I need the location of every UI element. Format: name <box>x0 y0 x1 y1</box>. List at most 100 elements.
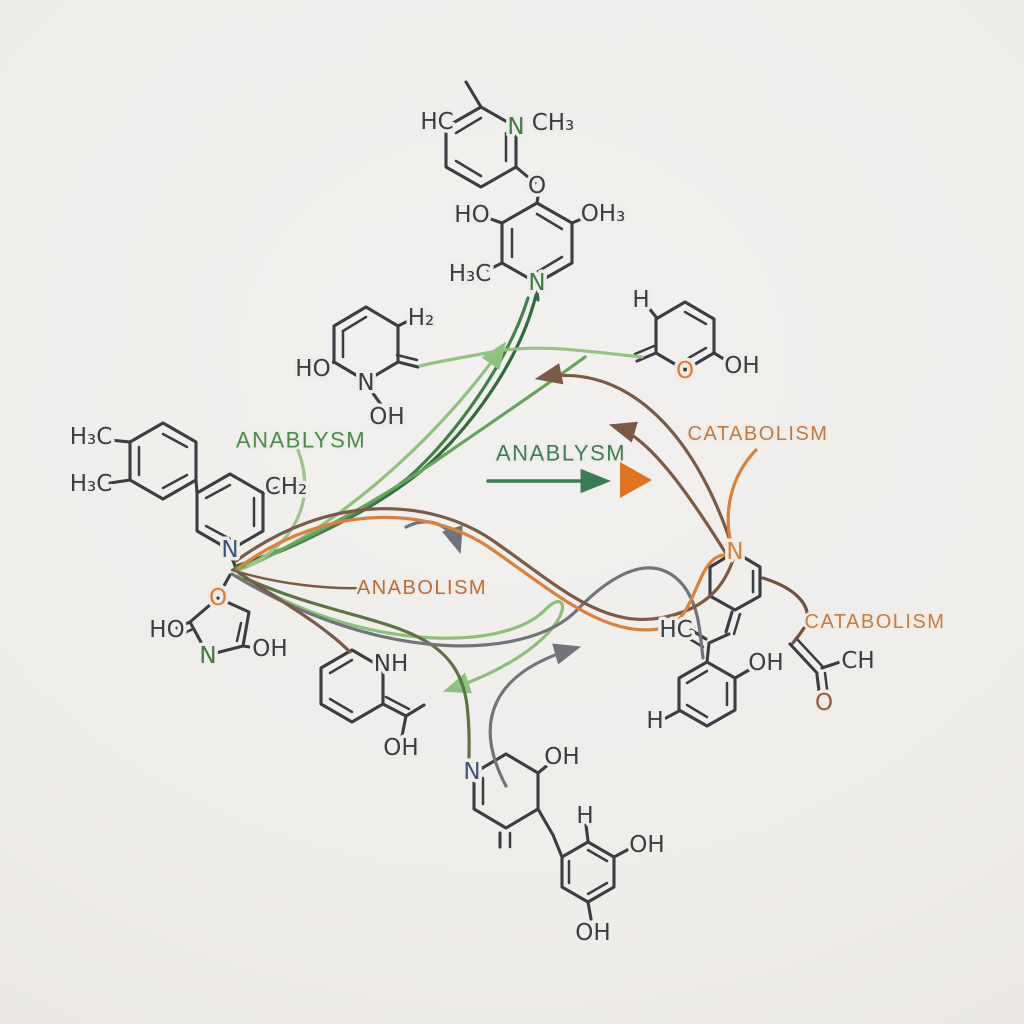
bond <box>689 628 708 641</box>
ring-edge <box>654 300 716 372</box>
atom-m5-n: N <box>199 643 216 669</box>
bond <box>261 486 279 495</box>
atom-m10-ch: CH <box>841 648 874 674</box>
double-bond <box>683 346 708 362</box>
bond <box>820 659 845 670</box>
bond <box>404 703 426 718</box>
catabolism-label-curve <box>726 448 758 553</box>
atom-m6-oh: OH <box>383 735 418 761</box>
atom-m6-nh: NH <box>374 651 409 677</box>
atom-m9-oh: OH <box>748 650 783 676</box>
atom-m3-h: H <box>632 287 649 313</box>
atom-m2-h2: H₂ <box>408 305 435 331</box>
catabolism-right-pointer <box>761 576 809 626</box>
atom-m1-n-top: N <box>507 114 524 140</box>
molecule-link-green <box>418 346 644 368</box>
molecule-hydroxypyridine <box>325 305 420 408</box>
diagram-labels-layer: ANABLYSM ANABLYSM CATABOLISM ANABOLISM C… <box>233 421 946 636</box>
double-bond <box>204 524 232 541</box>
atom-m4-h3c-upper: H₃C <box>70 424 113 450</box>
atom-m7-n: N <box>463 759 480 785</box>
bond <box>584 823 590 843</box>
double-bond <box>161 432 189 449</box>
double-bond <box>328 697 354 714</box>
bond <box>646 305 658 319</box>
bond <box>707 632 731 645</box>
atom-m5-oh: OH <box>252 636 287 662</box>
molecule-nh-pyridinone <box>319 648 426 738</box>
bond <box>396 318 412 328</box>
anablysm-left-pointer-curve <box>246 448 307 568</box>
bond <box>370 390 384 408</box>
bond <box>396 360 420 369</box>
ring-edge <box>708 550 762 612</box>
molecule-top-bicyclic <box>444 80 588 302</box>
bond <box>664 709 681 720</box>
methyl-stub <box>464 80 483 109</box>
atom-m1-ho: HO <box>454 202 489 228</box>
catabolism-right-label: CATABOLISM <box>805 611 946 633</box>
play-triangle-icon <box>620 462 652 498</box>
double-bond <box>586 881 609 896</box>
double-bond <box>454 116 483 135</box>
atom-m1-oh3: OH₃ <box>581 201 626 227</box>
atom-m4-ch2: CH₂ <box>265 474 308 500</box>
catabolism-right-pointer-tail <box>791 626 806 645</box>
flow-curves-layer <box>230 293 819 788</box>
bond <box>230 556 237 568</box>
atom-m9-n: N <box>726 539 743 565</box>
atom-m2-n: N <box>357 370 374 396</box>
bond <box>108 478 132 485</box>
bond <box>241 644 258 650</box>
double-bond <box>535 255 564 274</box>
bond <box>788 642 819 675</box>
bond <box>705 641 711 664</box>
double-bond <box>823 671 829 691</box>
atom-m2-oh: OH <box>369 404 404 430</box>
catabolism-flow-orange <box>236 515 735 632</box>
anablysm-center-label: ANABLYSM <box>496 441 626 466</box>
atom-m5-o: O <box>209 585 227 611</box>
atom-m9-h: H <box>646 708 663 734</box>
catabolism-flow-brown <box>234 507 735 621</box>
bond <box>570 215 588 225</box>
double-bond <box>328 658 354 675</box>
anablysm-left-label: ANABLYSM <box>236 428 366 453</box>
bond <box>815 673 821 693</box>
double-bond <box>341 315 368 333</box>
molecule-resorcinol <box>560 823 631 921</box>
catabolism-top-label: CATABOLISM <box>688 423 829 445</box>
molecule-pyranone <box>633 300 729 372</box>
atom-m8-h: H <box>576 803 593 829</box>
anabolism-label-pointer <box>230 568 363 590</box>
double-bond <box>454 159 483 178</box>
atom-m2-ho: HO <box>295 356 330 382</box>
atom-m4-n: N <box>221 537 238 563</box>
double-bond <box>685 669 709 685</box>
anabolism-return-arrow <box>237 573 564 694</box>
double-bond <box>683 310 708 326</box>
olive-branch-curve <box>243 576 471 759</box>
molecule-oxazole <box>175 573 258 657</box>
atom-labels-layer: HC N CH₃ O HO OH₃ H₃C N HO N OH H₂ H O O… <box>66 106 878 950</box>
double-bond <box>535 212 564 231</box>
bond <box>514 165 537 185</box>
atom-m1-o-link: O <box>528 173 546 199</box>
bond <box>194 478 199 495</box>
double-bond <box>384 695 411 711</box>
ring-edge <box>319 648 385 724</box>
bond <box>108 438 132 444</box>
bond <box>486 216 504 225</box>
double-bond <box>204 483 232 500</box>
atom-m3-o: O <box>676 358 694 384</box>
bond <box>535 188 541 205</box>
molecule-left-biaryl <box>108 421 279 568</box>
anabolism-mid-label: ANABOLISM <box>357 577 487 599</box>
molecule-bonds-layer <box>108 80 845 921</box>
bond <box>325 360 336 368</box>
double-bond <box>161 473 189 490</box>
bond <box>536 762 551 775</box>
atom-m7-oh: OH <box>544 744 579 770</box>
bond <box>219 573 232 593</box>
